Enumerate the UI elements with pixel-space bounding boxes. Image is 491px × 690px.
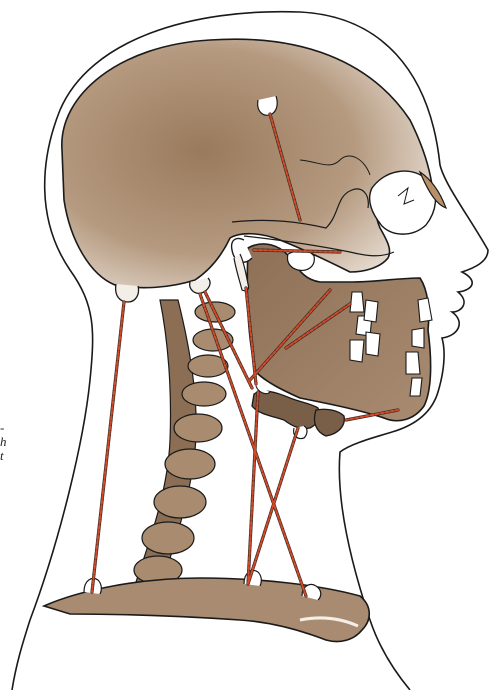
cervical-spine	[134, 300, 235, 585]
mastoid-process	[116, 284, 139, 302]
hyoid-body	[314, 409, 344, 436]
muscle-splenius	[92, 302, 124, 592]
margin-fragment-3: t	[0, 448, 4, 464]
coronoid-notch	[287, 251, 314, 271]
